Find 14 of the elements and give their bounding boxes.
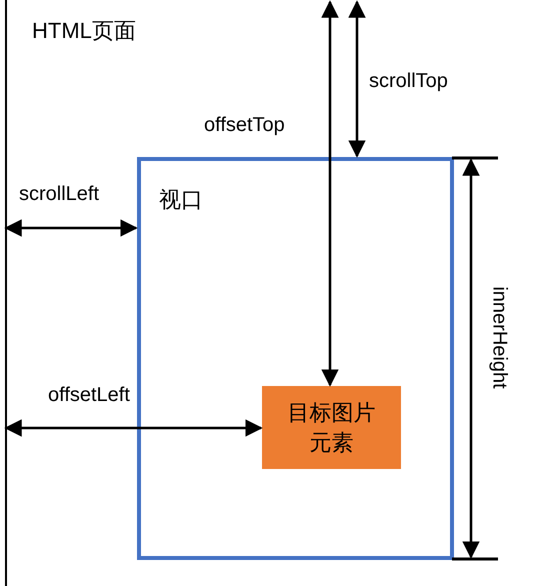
edge-label: offsetTop [204, 114, 285, 137]
edge-label: offsetLeft [48, 384, 130, 407]
double-arrow [348, 0, 366, 158]
double-arrow [4, 419, 263, 437]
edge-label: scrollLeft [19, 183, 100, 206]
double-arrow [4, 219, 138, 237]
element-label: 目标图片元素 [286, 398, 376, 456]
edge-label: scrollTop [369, 70, 448, 93]
viewport-box [137, 157, 454, 560]
page-label: HTML页面 [32, 17, 136, 45]
viewport-label: 视口 [159, 186, 203, 214]
measure-label: innerHeight [488, 286, 511, 389]
double-arrow [321, 0, 339, 387]
target-element-box [262, 386, 401, 469]
